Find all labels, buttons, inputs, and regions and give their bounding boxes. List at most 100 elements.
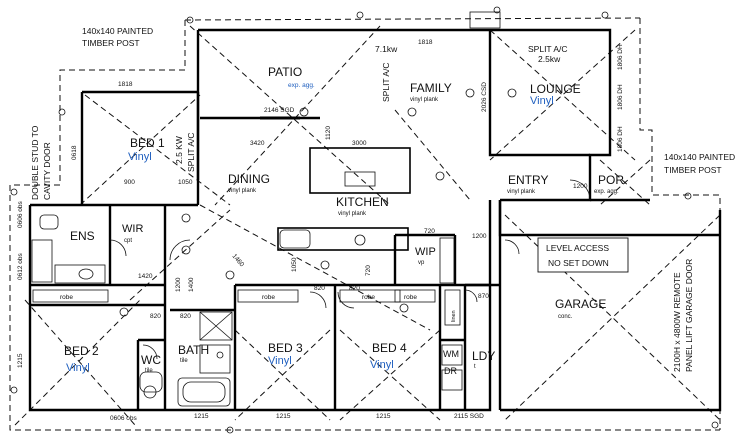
dim-2115: 2115 SGD	[454, 413, 484, 420]
fixtures	[10, 6, 719, 434]
level-access-box	[537, 237, 629, 273]
robe-bed4-b: robe	[404, 294, 417, 301]
dim-1200-entry: 1200	[573, 183, 588, 190]
room-name-por: POR	[598, 173, 624, 187]
dim-2146: 2146 SGD	[264, 107, 295, 114]
garage-door-callout-2: PANEL LIFT GARAGE DOOR	[684, 259, 694, 372]
room-finish-por: exp. agg.	[594, 189, 619, 195]
dim-1420: 1420	[138, 273, 153, 280]
dim-0606-b: 0606 obs	[110, 415, 137, 422]
room-finish-wir: cpt	[124, 238, 132, 244]
room-name-bath: BATH	[178, 343, 209, 357]
room-name-dr: DR	[444, 366, 457, 376]
dim-0618: 0618	[71, 145, 78, 160]
garage-door-callout-1: 2100H x 4800W REMOTE	[672, 272, 682, 372]
room-finish-wip: vp	[418, 260, 425, 266]
room-name-lounge: LOUNGE	[530, 82, 581, 96]
dim-1050-v: 1050	[291, 257, 298, 272]
dim-1120: 1120	[325, 126, 332, 140]
dim-1806-b: 1806 DH	[617, 84, 624, 110]
dim-0606-a: 0606 obs	[17, 201, 24, 228]
room-finish-bed4: Vinyl	[370, 359, 394, 371]
room-name-wc: WC	[141, 353, 161, 367]
robe-bed3: robe	[262, 294, 275, 301]
dim-1818-left: 1818	[118, 81, 133, 88]
room-name-bed4: BED 4	[372, 341, 407, 355]
roof-outline	[9, 17, 721, 431]
room-finish-ldy: t	[474, 364, 476, 370]
appliance-labels: SPLIT A/C 7.1kw SPLIT A/C 2.5kw SPLIT A/…	[174, 44, 568, 172]
dim-3420: 3420	[250, 140, 265, 147]
post-nw-callout-2: TIMBER POST	[82, 38, 140, 48]
robe-labels: robe robe robe robe linen 720	[60, 265, 457, 322]
room-name-bed1: BED 1	[130, 136, 165, 150]
dim-820-d: 820	[349, 285, 360, 292]
room-finish-garage: conc.	[558, 314, 573, 320]
split-lounge-kw: 2.5kw	[538, 54, 561, 64]
split-bed1-label: SPLIT A/C	[186, 132, 196, 172]
room-finish-entry: vinyl plank	[507, 189, 536, 195]
linen-label: linen	[451, 310, 457, 322]
post-e-callout-1: 140x140 PAINTED	[664, 152, 735, 162]
level-access-2: NO SET DOWN	[548, 258, 609, 268]
dim-2026: 2026 CSD	[481, 82, 488, 112]
room-name-patio: PATIO	[268, 65, 302, 79]
post-e-callout-2: TIMBER POST	[664, 165, 722, 175]
room-finish-patio: exp. agg.	[288, 82, 315, 89]
room-finish-bed1: Vinyl	[128, 151, 152, 163]
room-name-ens: ENS	[70, 229, 95, 243]
dim-1215-a: 1215	[194, 413, 209, 420]
room-finish-dining: vinyl plank	[228, 188, 257, 194]
room-name-wm: WM	[443, 349, 459, 359]
room-name-dining: DINING	[228, 172, 270, 186]
dim-1806-c: 1806 DH	[617, 126, 624, 152]
room-finish-kitchen: vinyl plank	[338, 211, 367, 217]
room-name-entry: ENTRY	[508, 173, 548, 187]
stud-callout-2: CAVITY DOOR	[42, 142, 52, 200]
split-lounge-label: SPLIT A/C	[528, 44, 568, 54]
dim-1050: 1050	[178, 179, 193, 186]
pantry-dim: 720	[365, 265, 372, 276]
split-bed1-kw: 2.5 KW	[174, 136, 184, 164]
room-name-bed3: BED 3	[268, 341, 303, 355]
room-name-ldy: LDY	[472, 349, 495, 363]
dim-1200-b: 1200	[472, 233, 487, 240]
dim-1818-top: 1818	[418, 39, 433, 46]
room-finish-wc: tile	[145, 368, 153, 374]
post-nw-callout-1: 140x140 PAINTED	[82, 26, 153, 36]
room-name-kitchen: KITCHEN	[336, 195, 389, 209]
room-finish-bed2: Vinyl	[66, 362, 90, 374]
dim-1215-c: 1215	[376, 413, 391, 420]
dim-820-b: 820	[180, 313, 191, 320]
room-name-garage: GARAGE	[555, 297, 606, 311]
dim-1200-v: 1200	[175, 277, 182, 292]
room-finish-bed3: Vinyl	[268, 355, 292, 367]
room-name-wir: WIR	[122, 223, 143, 235]
dim-3000: 3000	[352, 140, 367, 147]
room-finish-family: vinyl plank	[410, 97, 439, 103]
room-labels: PATIO exp. agg. FAMILY vinyl plank LOUNG…	[64, 65, 624, 376]
robe-bed4: robe	[362, 294, 375, 301]
split-family-label: SPLIT A/C	[381, 62, 391, 102]
dim-720: 720	[424, 228, 435, 235]
dim-1215-left: 1215	[17, 353, 24, 368]
level-access-1: LEVEL ACCESS	[546, 243, 609, 253]
room-name-bed2: BED 2	[64, 344, 99, 358]
room-name-family: FAMILY	[410, 81, 452, 95]
dim-1806-a: 1806 DH	[617, 44, 624, 70]
walls	[28, 28, 722, 412]
robe-bed2: robe	[60, 294, 73, 301]
dim-1400: 1400	[188, 277, 195, 292]
room-name-wip: WIP	[415, 246, 436, 258]
dim-870: 870	[478, 293, 489, 300]
dimension-labels: 1818 1818 2146 SGD 3420 3000 1120 900 10…	[17, 39, 624, 422]
dim-820-a: 820	[150, 313, 161, 320]
dim-820-c: 820	[314, 285, 325, 292]
dim-0612: 0612 obs	[17, 253, 24, 280]
dim-1215-b: 1215	[276, 413, 291, 420]
split-family-kw: 7.1kw	[375, 44, 398, 54]
callouts: 140x140 PAINTED TIMBER POST 140x140 PAIN…	[30, 26, 735, 372]
dim-1460: 1460	[230, 253, 245, 269]
room-finish-bath: tile	[180, 358, 188, 364]
